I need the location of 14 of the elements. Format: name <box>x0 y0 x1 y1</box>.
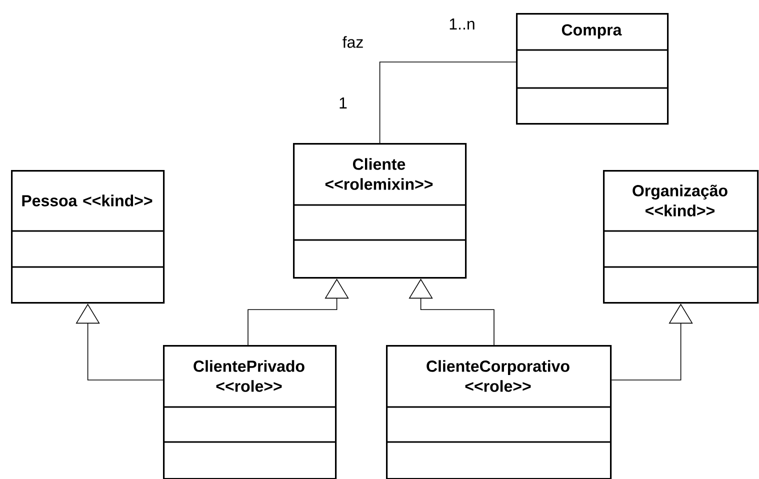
connector <box>611 304 693 380</box>
multiplicity-label: 1 <box>340 98 347 108</box>
class-box: Compra <box>516 13 669 125</box>
connector <box>408 278 494 346</box>
class-box: ClientePrivado <<role>> <box>163 345 337 479</box>
multiplicity-label: 1..n <box>450 18 474 30</box>
connector <box>248 278 349 346</box>
class-box: Organização <<kind>> <box>603 170 759 304</box>
class-box: ClienteCorporativo <<role>> <box>386 345 612 479</box>
class-box: Pessoa <<kind>> <box>11 170 165 304</box>
connector <box>379 62 516 144</box>
connector <box>76 304 164 380</box>
edge-label: faz <box>341 35 365 49</box>
class-box: Cliente <<rolemixin>> <box>293 143 467 279</box>
